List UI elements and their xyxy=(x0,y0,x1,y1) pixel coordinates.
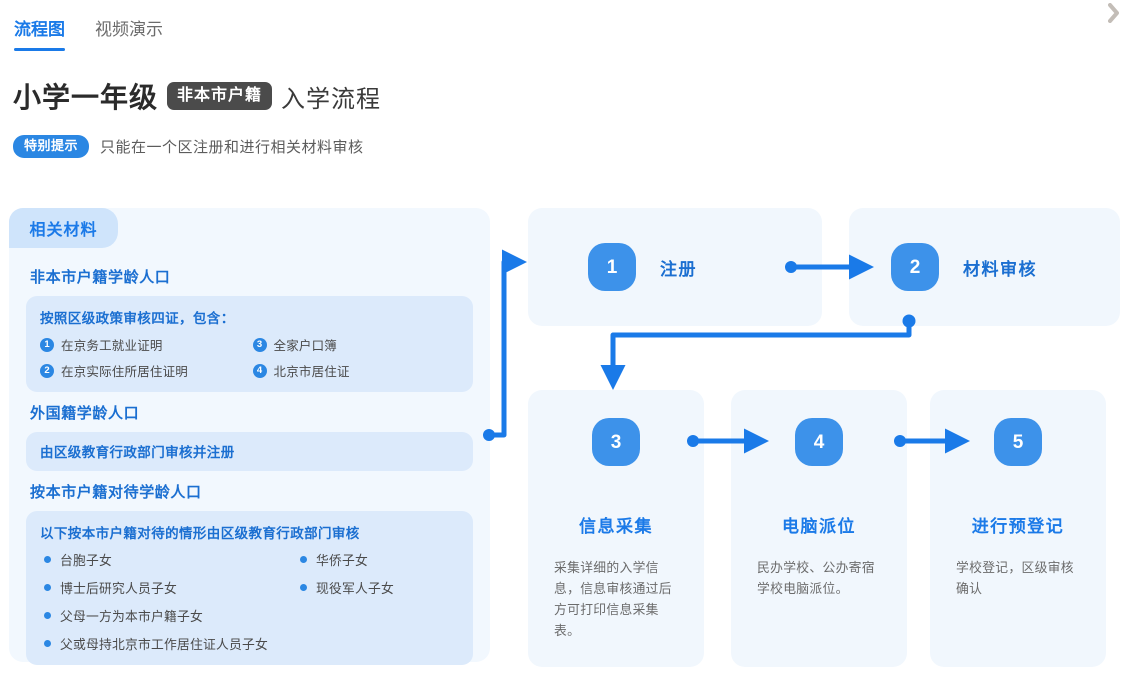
list-item-label: 现役军人子女 xyxy=(316,581,394,596)
flow-card-step-2[interactable]: 2 材料审核 xyxy=(849,208,1120,326)
step-number-badge: 5 xyxy=(994,418,1042,466)
section-box-title-foreign: 由区级教育行政部门审核并注册 xyxy=(40,445,235,460)
step-title: 进行预登记 xyxy=(971,517,1065,536)
list-item-label: 在京务工就业证明 xyxy=(61,339,163,353)
bullet-icon xyxy=(300,584,307,591)
list-item: 父或母持北京市工作居住证人员子女 xyxy=(40,634,292,653)
list-item-label: 北京市居住证 xyxy=(273,365,350,379)
number-badge-icon: 2 xyxy=(40,363,54,378)
materials-panel: 相关材料 非本市户籍学龄人口 按照区级政策审核四证，包含： 1 在京务工就业证明… xyxy=(9,208,490,665)
list-item: 华侨子女 xyxy=(296,550,459,569)
tab-video-demo[interactable]: 视频演示 xyxy=(95,18,163,51)
step-number-badge: 4 xyxy=(795,418,843,466)
number-badge-icon: 4 xyxy=(252,363,267,378)
bullet-icon xyxy=(44,612,51,619)
list-item: 博士后研究人员子女 xyxy=(40,578,292,597)
chevron-right-icon[interactable] xyxy=(1107,2,1121,24)
list-item-spacer xyxy=(296,634,459,653)
number-badge-icon: 1 xyxy=(40,337,54,352)
step-number-badge: 3 xyxy=(592,418,640,466)
list-item: 1 在京务工就业证明 xyxy=(40,335,247,354)
section-heading-non-local: 非本市户籍学龄人口 xyxy=(30,269,171,286)
list-item: 2 在京实际住所居住证明 xyxy=(40,361,247,380)
notice-row: 特别提示 只能在一个区注册和进行相关材料审核 xyxy=(13,135,364,158)
step-title: 材料审核 xyxy=(963,259,1037,279)
step-number-badge: 2 xyxy=(891,243,939,291)
section-box-title-treated-as-local: 以下按本市户籍对待的情形由区级教育行政部门审核 xyxy=(40,526,360,541)
list-item-label: 台胞子女 xyxy=(60,553,112,568)
section-heading-foreign: 外国籍学龄人口 xyxy=(30,405,140,422)
flow-card-step-4[interactable]: 4 电脑派位 民办学校、公办寄宿学校电脑派位。 xyxy=(731,390,907,667)
page-title-main: 小学一年级 xyxy=(13,82,159,113)
flow-card-step-3[interactable]: 3 信息采集 采集详细的入学信息，信息审核通过后方可打印信息采集表。 xyxy=(528,390,704,667)
list-item: 4 北京市居住证 xyxy=(252,361,460,380)
materials-panel-tab: 相关材料 xyxy=(9,208,118,248)
step-title: 信息采集 xyxy=(579,517,653,536)
tab-video-demo-label: 视频演示 xyxy=(95,20,163,39)
section-box-non-local: 按照区级政策审核四证，包含： 1 在京务工就业证明 3 全家户口簿 2 在京实际… xyxy=(26,296,473,392)
section-box-title-non-local: 按照区级政策审核四证，包含： xyxy=(40,311,235,326)
section-heading-treated-as-local: 按本市户籍对待学龄人口 xyxy=(30,484,202,501)
certificate-list: 1 在京务工就业证明 3 全家户口簿 2 在京实际住所居住证明 4 北京市居住证 xyxy=(40,335,459,380)
list-item: 3 全家户口簿 xyxy=(252,335,460,354)
tab-flowchart[interactable]: 流程图 xyxy=(14,18,65,51)
bullet-icon xyxy=(44,584,51,591)
eligibility-list: 台胞子女 华侨子女 博士后研究人员子女 现役军人子女 xyxy=(40,550,459,653)
flow-card-step-1[interactable]: 1 注册 xyxy=(528,208,822,326)
section-box-foreign: 由区级教育行政部门审核并注册 xyxy=(26,432,473,471)
list-item: 父母一方为本市户籍子女 xyxy=(40,606,292,625)
tab-flowchart-label: 流程图 xyxy=(14,20,65,39)
list-item-label: 父母一方为本市户籍子女 xyxy=(60,609,203,624)
notice-badge: 特别提示 xyxy=(13,135,90,158)
bullet-icon xyxy=(44,556,51,563)
section-box-treated-as-local: 以下按本市户籍对待的情形由区级教育行政部门审核 台胞子女 华侨子女 博士后研究人… xyxy=(26,511,473,665)
tab-bar: 流程图 视频演示 xyxy=(14,18,163,51)
page-title-badge: 非本市户籍 xyxy=(167,82,273,110)
step-title: 注册 xyxy=(660,259,697,279)
step-number-badge: 1 xyxy=(588,243,636,291)
flow-card-step-5[interactable]: 5 进行预登记 学校登记，区级审核确认 xyxy=(930,390,1106,667)
materials-panel-tab-label: 相关材料 xyxy=(29,222,98,239)
bullet-icon xyxy=(44,640,51,647)
list-item-spacer xyxy=(296,606,459,625)
list-item-label: 全家户口簿 xyxy=(273,339,338,353)
list-item-label: 父或母持北京市工作居住证人员子女 xyxy=(60,637,268,652)
step-title: 电脑派位 xyxy=(782,517,856,536)
list-item-label: 在京实际住所居住证明 xyxy=(61,365,189,379)
materials-panel-body: 非本市户籍学龄人口 按照区级政策审核四证，包含： 1 在京务工就业证明 3 全家… xyxy=(9,254,490,665)
number-badge-icon: 3 xyxy=(252,337,267,352)
step-description: 学校登记，区级审核确认 xyxy=(956,560,1074,596)
step-description: 采集详细的入学信息，信息审核通过后方可打印信息采集表。 xyxy=(554,560,672,638)
list-item-label: 华侨子女 xyxy=(316,553,368,568)
page-title: 小学一年级 非本市户籍 入学流程 xyxy=(13,76,381,116)
notice-text: 只能在一个区注册和进行相关材料审核 xyxy=(100,139,364,156)
list-item: 台胞子女 xyxy=(40,550,292,569)
bullet-icon xyxy=(300,556,307,563)
page-title-tail: 入学流程 xyxy=(281,85,382,113)
step-description: 民办学校、公办寄宿学校电脑派位。 xyxy=(757,560,875,596)
list-item-label: 博士后研究人员子女 xyxy=(60,581,177,596)
list-item: 现役军人子女 xyxy=(296,578,459,597)
